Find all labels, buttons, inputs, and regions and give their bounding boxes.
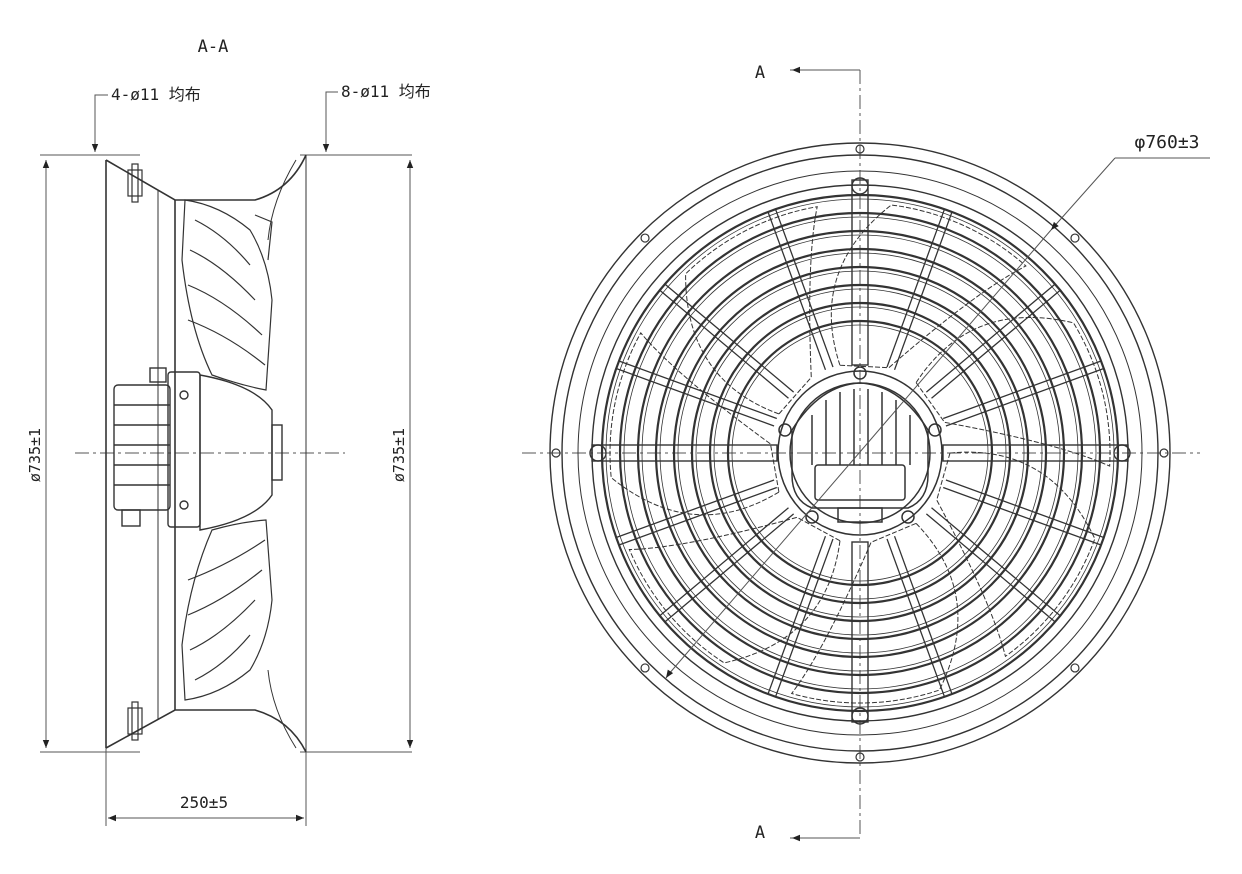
fan-blade (628, 516, 841, 664)
bolt-hole (1070, 233, 1080, 243)
motor-hub (777, 366, 943, 536)
blade-section-bottom (181, 519, 273, 701)
bolt-hole (1070, 663, 1080, 673)
guard-strut (664, 283, 795, 393)
guard-strut (774, 208, 834, 368)
guard-ring (726, 319, 994, 587)
guard-ring (690, 283, 1030, 623)
guard-strut (659, 507, 789, 617)
bolt-hole (640, 233, 650, 243)
blade-section-top (181, 199, 273, 391)
section-mark-bottom: A (755, 823, 765, 843)
guard-strut-edge (945, 479, 1105, 539)
bolt-hole (855, 144, 865, 154)
bolt-hole (551, 448, 561, 458)
guard-strut-edge (893, 535, 953, 695)
guard-ring (654, 247, 1066, 659)
guard-strut (615, 479, 775, 539)
diameter-dimension: φ760±3 (665, 132, 1210, 679)
dim-height-left: ø735±1 (26, 428, 44, 482)
hole-note-right-text: 8-ø11 均布 (341, 82, 431, 101)
guard-strut (945, 367, 1105, 427)
guard-ring (618, 211, 1102, 695)
side-view: A-A 4-ø11 均布 8-ø11 均布 ø735±1 ø735±1 250±… (26, 37, 431, 826)
bolt-hole (855, 752, 865, 762)
guard-ring (672, 265, 1048, 641)
dim-height-right: ø735±1 (390, 428, 408, 482)
guard-strut (618, 360, 778, 420)
bolt-hole (1159, 448, 1169, 458)
front-view: A A (522, 63, 1210, 843)
cross-supports (589, 177, 1131, 725)
guard-ring-inner (713, 306, 1007, 600)
guard-ring-inner (677, 270, 1043, 636)
hole-note-left-text: 4-ø11 均布 (111, 85, 201, 104)
guard-strut-edge (942, 360, 1102, 420)
mounting-ring (549, 142, 1171, 764)
fan-blade (685, 206, 818, 415)
section-marker-bottom: A (755, 823, 860, 843)
guard-strut-edge (925, 283, 1056, 393)
guard-strut-edge (886, 208, 946, 368)
fan-blade (790, 522, 959, 704)
guard-strut (925, 513, 1056, 623)
guard-ring (708, 301, 1012, 605)
guard-strut-edge (774, 538, 834, 698)
section-title: A-A (198, 37, 229, 57)
guard-strut (893, 211, 953, 371)
guard-strut-edge (618, 486, 778, 546)
bolt-hole (640, 663, 650, 673)
flange-bolt-bottom (127, 701, 143, 741)
fan-blade (830, 204, 1027, 369)
hole-note-left: 4-ø11 均布 (91, 85, 201, 152)
guard-ring-inner (623, 216, 1097, 690)
guard-ring (636, 229, 1084, 677)
guard-strut (942, 486, 1102, 546)
motor-section (113, 367, 201, 528)
hole-note-right: 8-ø11 均布 (322, 82, 431, 152)
guard-strut (886, 538, 946, 698)
fan-blade (915, 316, 1111, 467)
guard-strut (767, 535, 827, 695)
guard-struts (615, 208, 1105, 698)
dim-diameter: φ760±3 (1134, 132, 1199, 153)
bolt-holes (551, 144, 1169, 762)
fan-blade (936, 451, 1096, 658)
guard-ring (600, 193, 1120, 713)
flange-bolt-top (127, 163, 143, 203)
guard-strut-edge (664, 513, 795, 623)
guard-ring-inner (695, 288, 1025, 618)
hub-section (199, 374, 283, 531)
dim-depth: 250±5 (180, 793, 228, 812)
guard-ring-inner (659, 252, 1061, 654)
guard-strut-edge (659, 289, 789, 399)
guard-strut-edge (767, 211, 827, 371)
guard-strut (931, 289, 1061, 399)
housing-section (105, 154, 307, 753)
guard-strut-edge (931, 507, 1061, 617)
guard-strut-edge (615, 367, 775, 427)
section-marker-top: A (755, 63, 860, 83)
section-mark-top: A (755, 63, 765, 83)
guard-rings (600, 193, 1120, 713)
